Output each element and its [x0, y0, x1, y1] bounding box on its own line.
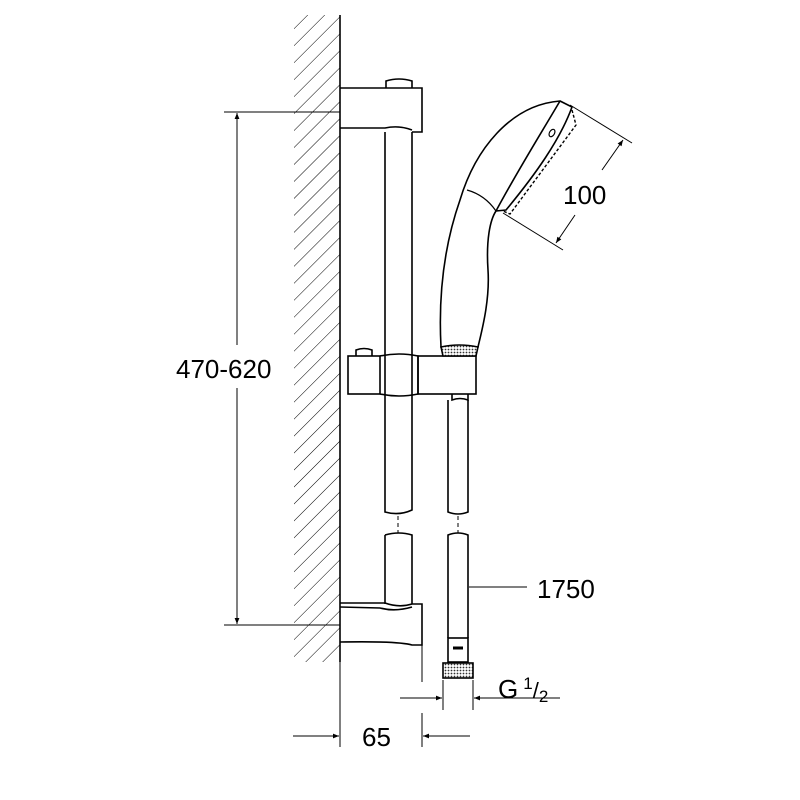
dimension-wall-offset [293, 645, 470, 747]
label-wall-offset: 65 [362, 722, 391, 752]
dimension-head [502, 104, 633, 251]
dimension-thread [400, 680, 560, 710]
slide-rail [384, 132, 413, 604]
hose-nut [442, 662, 474, 679]
label-head-diameter: 100 [563, 180, 607, 210]
dimension-height [224, 111, 340, 626]
shower-hose [442, 400, 474, 679]
thread-numerator: 1 [523, 674, 533, 693]
thread-denominator: 2 [538, 687, 549, 706]
top-bracket [340, 78, 423, 133]
wall-hatching [294, 15, 340, 662]
hand-shower [439, 100, 577, 357]
label-height-range: 470-620 [176, 354, 272, 384]
label-hose-length: 1750 [537, 574, 595, 604]
thread-letter: G [498, 674, 519, 704]
bottom-bracket [339, 602, 423, 646]
